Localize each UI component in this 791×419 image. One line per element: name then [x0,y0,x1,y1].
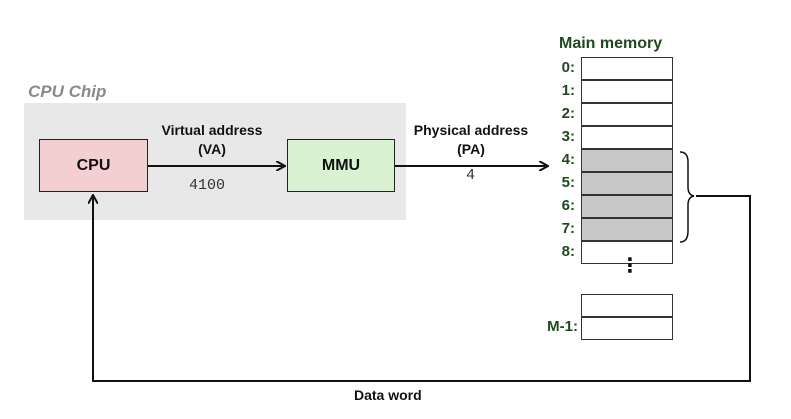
virtual-address-line2: (VA) [198,141,226,157]
memory-brace [679,151,695,243]
memory-cell [581,80,673,103]
memory-cell [581,172,673,195]
memory-address-label: 6: [561,197,575,214]
memory-cell [581,195,673,218]
memory-address-label: 8: [561,243,575,260]
physical-address-value: 4 [466,167,476,184]
virtual-address-value: 4100 [189,177,226,194]
virtual-address-line1: Virtual address [161,122,263,138]
memory-cell [581,126,673,149]
memory-address-label: 3: [561,128,575,145]
memory-cell-last [581,317,673,340]
mmu-box: MMU [287,139,395,192]
physical-address-label: Physical address (PA) [406,121,536,159]
memory-address-label: 2: [561,105,575,122]
cpu-label: CPU [76,156,111,174]
physical-address-line2: (PA) [457,141,485,157]
memory-last-address: M-1: [547,318,578,335]
data-word-label: Data word [354,387,422,403]
memory-cell [581,241,673,264]
cpu-box: CPU [39,139,148,192]
memory-cell [581,103,673,126]
memory-cell [581,218,673,241]
memory-cell [581,57,673,80]
memory-cell-last-upper [581,294,673,317]
physical-address-line1: Physical address [413,122,529,138]
memory-address-label: 4: [561,151,575,168]
memory-address-label: 1: [561,82,575,99]
memory-cell [581,149,673,172]
main-memory-title: Main memory [559,35,663,52]
virtual-address-label: Virtual address (VA) [150,121,274,159]
memory-address-label: 7: [561,220,575,237]
mmu-label: MMU [321,156,361,174]
data-word-return-arrow [93,196,751,382]
cpu-chip-title: CPU Chip [28,82,107,101]
memory-address-label: 5: [561,174,575,191]
memory-address-label: 0: [561,59,575,76]
